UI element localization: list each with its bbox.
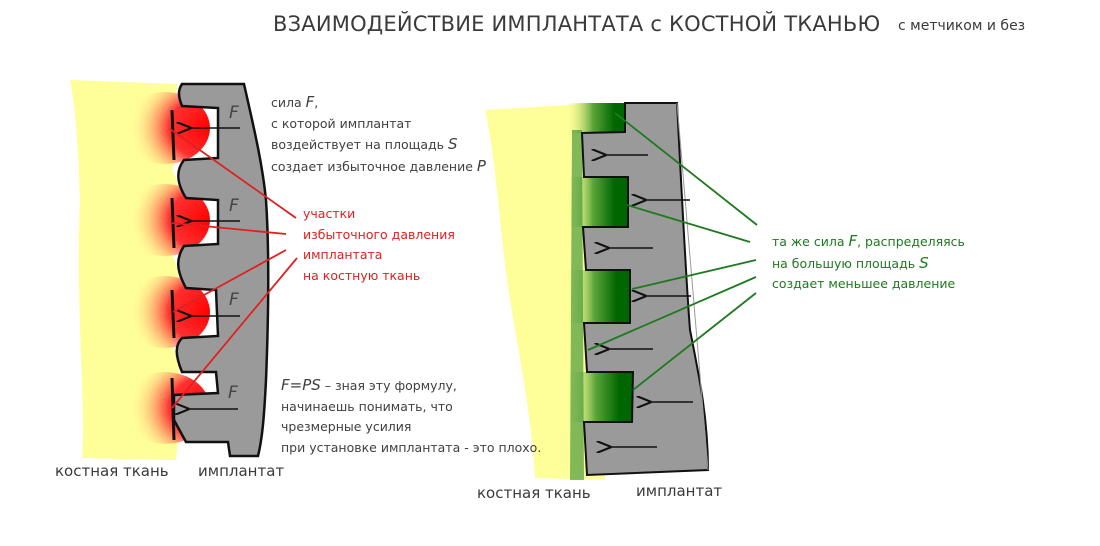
right-implant-caption: имплантат xyxy=(636,482,723,500)
right-pressure-zones xyxy=(565,103,633,480)
force-label: F xyxy=(228,383,238,403)
page-subtitle: с метчиком и без xyxy=(898,18,1026,34)
formula: F=PS xyxy=(281,376,321,394)
left-bone-caption: костная ткань xyxy=(55,462,169,480)
left-force-arrows xyxy=(188,128,240,409)
formula-explanation: F=PS – зная эту формулу, начинаешь поним… xyxy=(281,376,542,455)
force-label: F xyxy=(229,196,239,216)
force-label: F xyxy=(229,103,239,123)
force-explanation: сила F, с которой имплантат воздействует… xyxy=(271,93,486,175)
distributed-force-explanation: та же сила F, распределяясь на большую п… xyxy=(772,232,965,291)
green-pointer-lines xyxy=(587,112,758,391)
right-implant xyxy=(580,102,710,477)
left-implant-caption: имплантат xyxy=(198,462,285,480)
force-label: F xyxy=(229,290,239,310)
right-bone-caption: костная ткань xyxy=(477,484,591,502)
left-pressure-zones xyxy=(120,92,210,444)
right-force-arrows xyxy=(605,155,693,447)
page-title: ВЗАИМОДЕЙСТВИЕ ИМПЛАНТАТА с КОСТНОЙ ТКАН… xyxy=(273,12,881,36)
excess-pressure-label: участки избыточного давления имплантата … xyxy=(303,206,455,283)
left-bone-tissue xyxy=(70,80,181,460)
red-pointer-lines xyxy=(169,128,298,409)
left-implant xyxy=(170,82,270,458)
